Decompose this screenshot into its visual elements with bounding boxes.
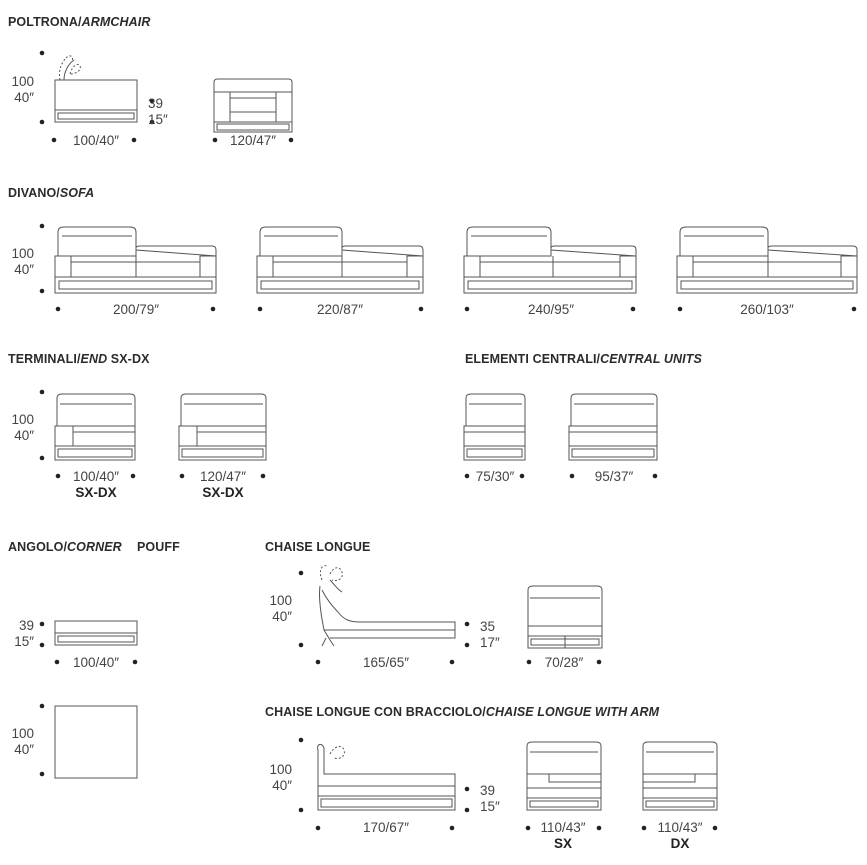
end-unit-100-width: 100/40″ — [72, 469, 120, 484]
end-unit-dots — [39, 389, 266, 479]
chaise-arm-side-dots — [298, 737, 470, 831]
armchair-dots — [39, 50, 294, 143]
armchair-side-width: 100/40″ — [72, 133, 120, 148]
chaise-front-dots — [526, 659, 602, 665]
chaise-arm-dx-width: 110/43″ — [657, 820, 703, 835]
corner-heading: ANGOLO/CORNER — [8, 540, 122, 554]
end-unit-120-side-label: SX-DX — [202, 485, 244, 500]
chaise-arm-sx-label: SX — [553, 836, 573, 851]
sofa-dots — [39, 223, 857, 312]
armchair-front-drawing — [213, 78, 293, 133]
chaise-side-dots — [298, 570, 470, 665]
central-unit-75-width: 75/30″ — [475, 469, 515, 484]
chaise-arm-sx-width: 110/43″ — [540, 820, 586, 835]
pouff-heading: POUFF — [137, 540, 180, 554]
pouff-drawing — [54, 620, 138, 646]
chaise-front-width: 70/28″ — [544, 655, 584, 670]
chaise-arm-heading: CHAISE LONGUE CON BRACCIOLO/CHAISE LONGU… — [265, 705, 660, 719]
chaise-arm-front-sx-drawing — [526, 741, 602, 811]
end-unit-100-drawing — [54, 393, 136, 461]
chaise-arm-dx-label: DX — [670, 836, 690, 851]
sofa-240-drawing — [463, 226, 637, 294]
corner-dots — [39, 703, 45, 777]
chaise-side-drawing — [319, 565, 456, 647]
sofa-240-width: 240/95″ — [527, 302, 575, 317]
sofa-220-drawing — [256, 226, 424, 294]
chaise-arm-side-width: 170/67″ — [362, 820, 410, 835]
central-units-heading: ELEMENTI CENTRALI/CENTRAL UNITS — [465, 352, 702, 366]
end-unit-120-drawing — [178, 393, 267, 461]
armchair-side-drawing — [54, 55, 138, 123]
sofa-200-width: 200/79″ — [112, 302, 160, 317]
armchair-front-width: 120/47″ — [229, 133, 277, 148]
end-units-heading: TERMINALI/END SX-DX — [8, 352, 150, 366]
sofa-220-width: 220/87″ — [316, 302, 364, 317]
sofa-260-drawing — [676, 226, 858, 294]
chaise-arm-front-dots — [525, 825, 718, 831]
central-unit-75-drawing — [463, 393, 526, 461]
chaise-arm-side-drawing — [317, 743, 456, 811]
sofa-260-width: 260/103″ — [740, 302, 794, 317]
armchair-heading: POLTRONA/ARMCHAIR — [8, 15, 151, 29]
corner-drawing — [54, 705, 138, 779]
pouff-dots — [39, 621, 138, 665]
chaise-side-width: 165/65″ — [362, 655, 410, 670]
central-unit-dots — [464, 473, 658, 479]
sofa-heading: DIVANO/SOFA — [8, 186, 95, 200]
chaise-front-drawing — [527, 585, 603, 649]
chaise-heading: CHAISE LONGUE — [265, 540, 371, 554]
central-unit-95-width: 95/37″ — [594, 469, 634, 484]
end-unit-120-width: 120/47″ — [199, 469, 247, 484]
chaise-arm-front-dx-drawing — [642, 741, 718, 811]
end-unit-100-side-label: SX-DX — [75, 485, 117, 500]
central-unit-95-drawing — [568, 393, 658, 461]
sofa-200-drawing — [54, 226, 217, 294]
pouff-width: 100/40″ — [72, 655, 120, 670]
